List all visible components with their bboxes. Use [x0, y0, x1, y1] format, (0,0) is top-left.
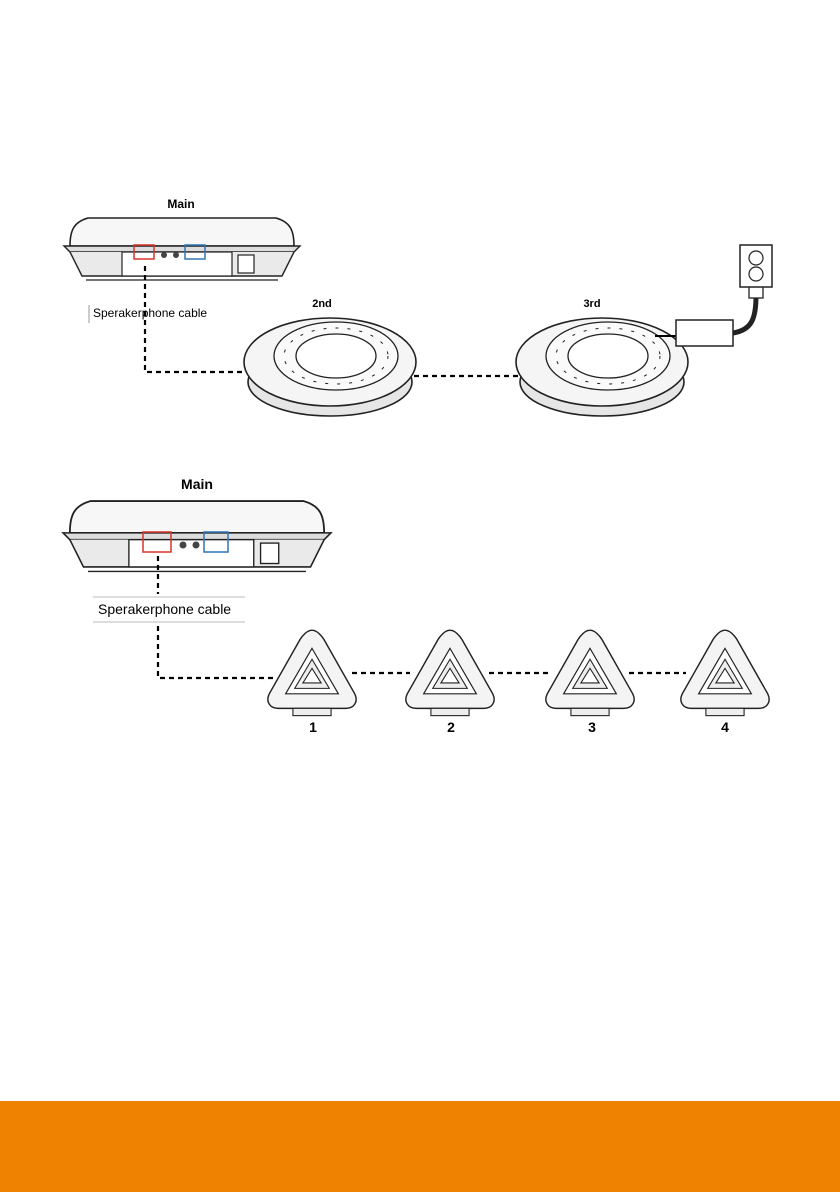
footer-bar	[0, 1101, 840, 1192]
speaker-label-3rd: 3rd	[583, 298, 600, 310]
main-hub-2	[63, 501, 331, 571]
diagram-2: Main Sperakerphone cable 1 2 3 4	[63, 476, 769, 735]
mic-pod-4	[681, 630, 769, 715]
mic-cable-1	[158, 626, 276, 678]
connection-diagram: Main Sperakerphone cable 2nd 3rd	[0, 0, 840, 1100]
diagram-1: Main Sperakerphone cable 2nd 3rd	[64, 197, 772, 416]
mic-label-1: 1	[309, 719, 317, 735]
diagram1-cable-label: Sperakerphone cable	[93, 306, 207, 320]
diagram2-main-label: Main	[181, 476, 213, 492]
power-adapter	[655, 286, 763, 346]
mic-label-3: 3	[588, 719, 596, 735]
mic-pod-1	[268, 630, 356, 715]
mic-label-2: 2	[447, 719, 455, 735]
diagram1-main-label: Main	[167, 197, 194, 211]
speakerphone-3rd	[516, 318, 688, 416]
mic-pod-3	[546, 630, 634, 715]
diagram2-cable-label: Sperakerphone cable	[98, 601, 231, 617]
wall-outlet-icon	[740, 245, 772, 287]
speaker-label-2nd: 2nd	[312, 298, 332, 310]
mic-pod-2	[406, 630, 494, 715]
main-hub-1	[64, 218, 300, 280]
mic-label-4: 4	[721, 719, 729, 735]
speakerphone-2nd	[244, 318, 416, 416]
